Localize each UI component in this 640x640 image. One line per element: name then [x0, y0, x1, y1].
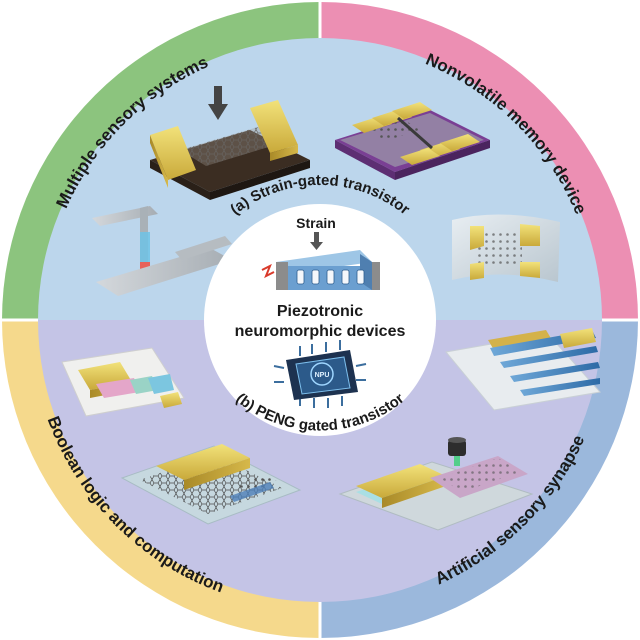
- device-ribbon-array: [445, 328, 601, 411]
- device-logic-gate: [61, 347, 185, 417]
- strain-label: Strain: [296, 215, 336, 231]
- device-synapse-board: [338, 437, 534, 531]
- device-strain-transistor: [261, 232, 380, 290]
- probe-icon: [448, 437, 466, 466]
- device-flexible-transistor: [452, 214, 560, 282]
- device-graphene-board: [120, 444, 302, 525]
- arrow-down-icon: [208, 86, 228, 120]
- npu-label: NPU: [315, 372, 330, 379]
- device-strain-mesh: [150, 86, 310, 200]
- center-title-line1: Piezotronic: [277, 303, 363, 320]
- device-cantilever: [92, 206, 232, 296]
- center-title-line2: neuromorphic devices: [235, 323, 406, 340]
- chip-npu-icon: NPU: [273, 340, 367, 408]
- device-memory-array: [335, 102, 490, 180]
